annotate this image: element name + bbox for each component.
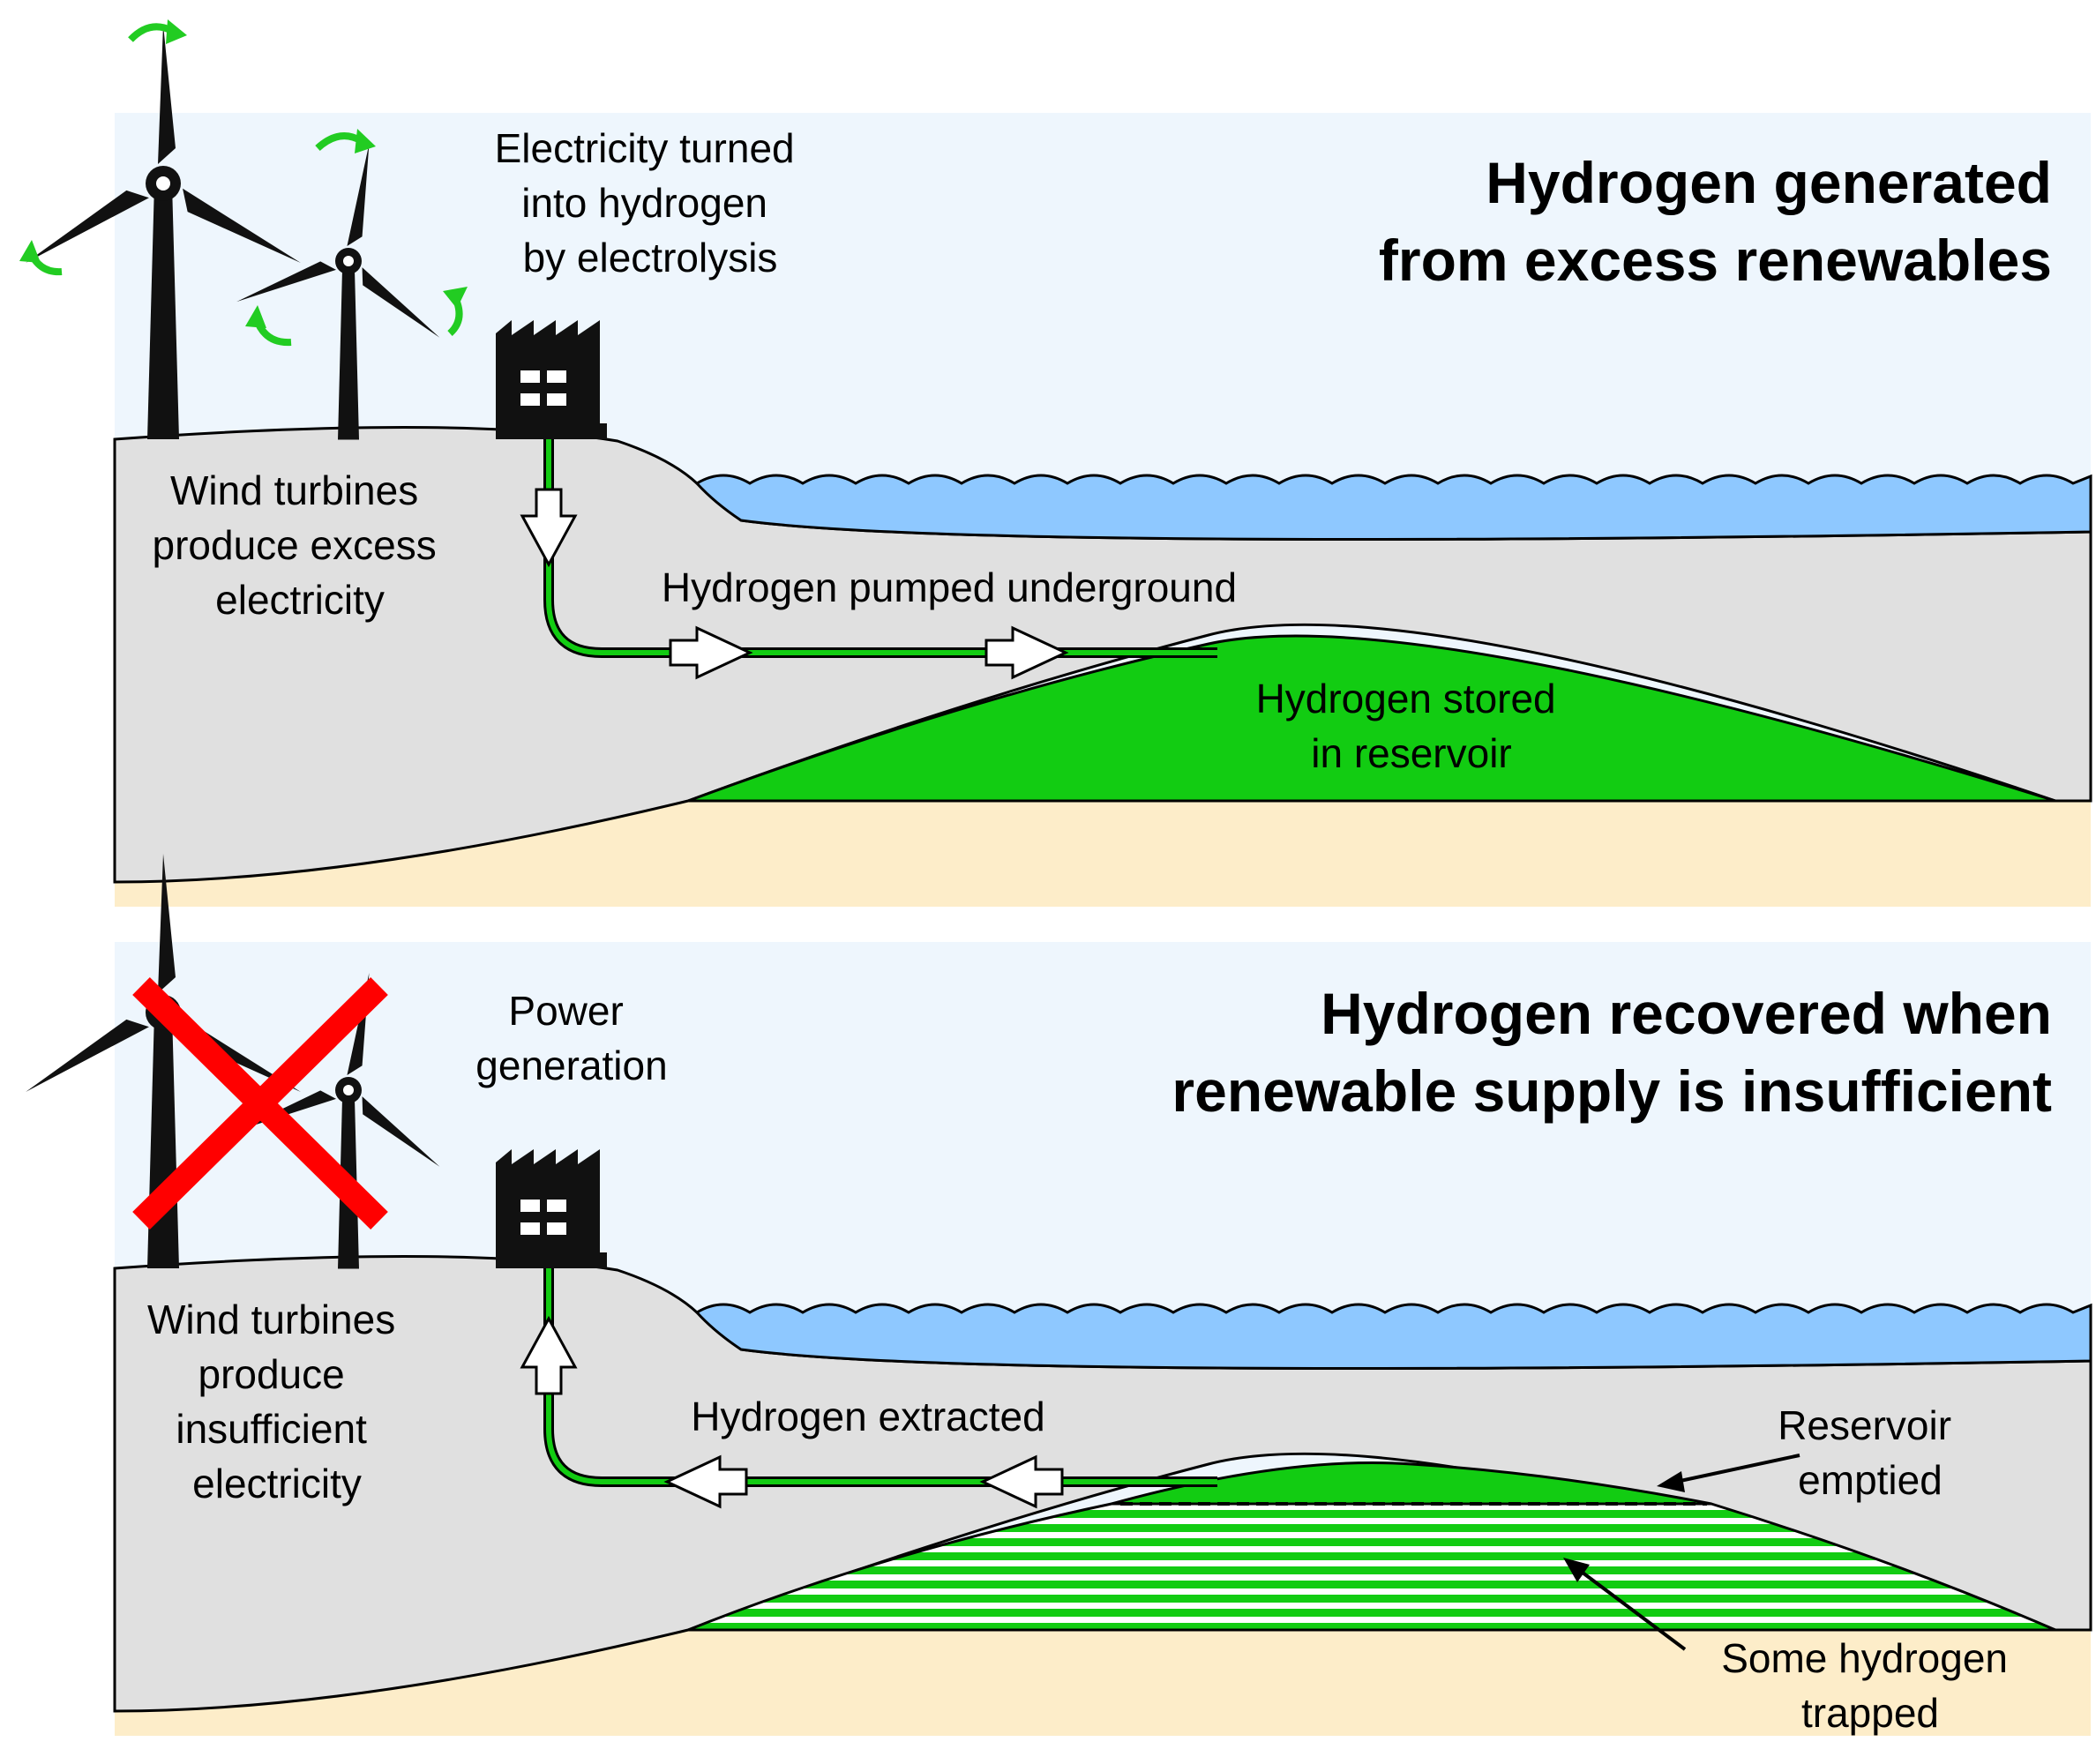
pipe-label: Hydrogen extracted: [691, 1394, 1044, 1439]
reservoir-emptied-label: Reservoir emptied: [1778, 1402, 1963, 1503]
flow-arrow-down: [520, 488, 578, 568]
cross-icon: [132, 977, 388, 1230]
panel-title-line2: from excess renewables: [1379, 228, 2052, 293]
hydrogen-reservoir-cap: [1111, 1461, 1712, 1506]
flow-arrow-left: [979, 1454, 1064, 1509]
hydrogen-reservoir: [687, 634, 2056, 803]
rotation-arrowheads: [19, 19, 468, 328]
wind-turbine-icon: [233, 143, 443, 440]
flow-arrow-left: [663, 1454, 748, 1509]
panel-bottom: Hydrogen recovered when renewable supply…: [19, 854, 2092, 1736]
pointer-arrow: [1657, 1454, 1800, 1492]
panel-title-line1: Hydrogen recovered when: [1321, 981, 2052, 1046]
panel-top: Hydrogen generated from excess renewable…: [19, 19, 2092, 907]
facility-label: Electricity turned into hydrogen by elec…: [495, 125, 806, 280]
water: [694, 474, 2092, 541]
reservoir-label: Hydrogen stored in reservoir: [1256, 676, 1568, 776]
water: [694, 1303, 2092, 1370]
panel-title-line1: Hydrogen generated: [1486, 150, 2052, 215]
turbines-label: Wind turbines produce insufficient elect…: [147, 1297, 407, 1506]
trapped-label: Some hydrogen trapped: [1721, 1635, 2019, 1736]
pipe-label: Hydrogen pumped underground: [662, 564, 1237, 610]
turbines-label: Wind turbines produce excess electricity: [153, 467, 448, 623]
flow-arrow-up: [520, 1315, 578, 1395]
pointer-arrow: [1563, 1558, 1687, 1651]
factory-icon: [496, 320, 607, 439]
flow-arrow-right: [669, 625, 753, 680]
factory-icon: [496, 1149, 607, 1268]
panel-title-line2: renewable supply is insufficient: [1172, 1058, 2052, 1124]
facility-label: Power generation: [475, 988, 667, 1088]
flow-arrow-right: [984, 625, 1069, 680]
wind-turbine-icon: [19, 25, 303, 439]
